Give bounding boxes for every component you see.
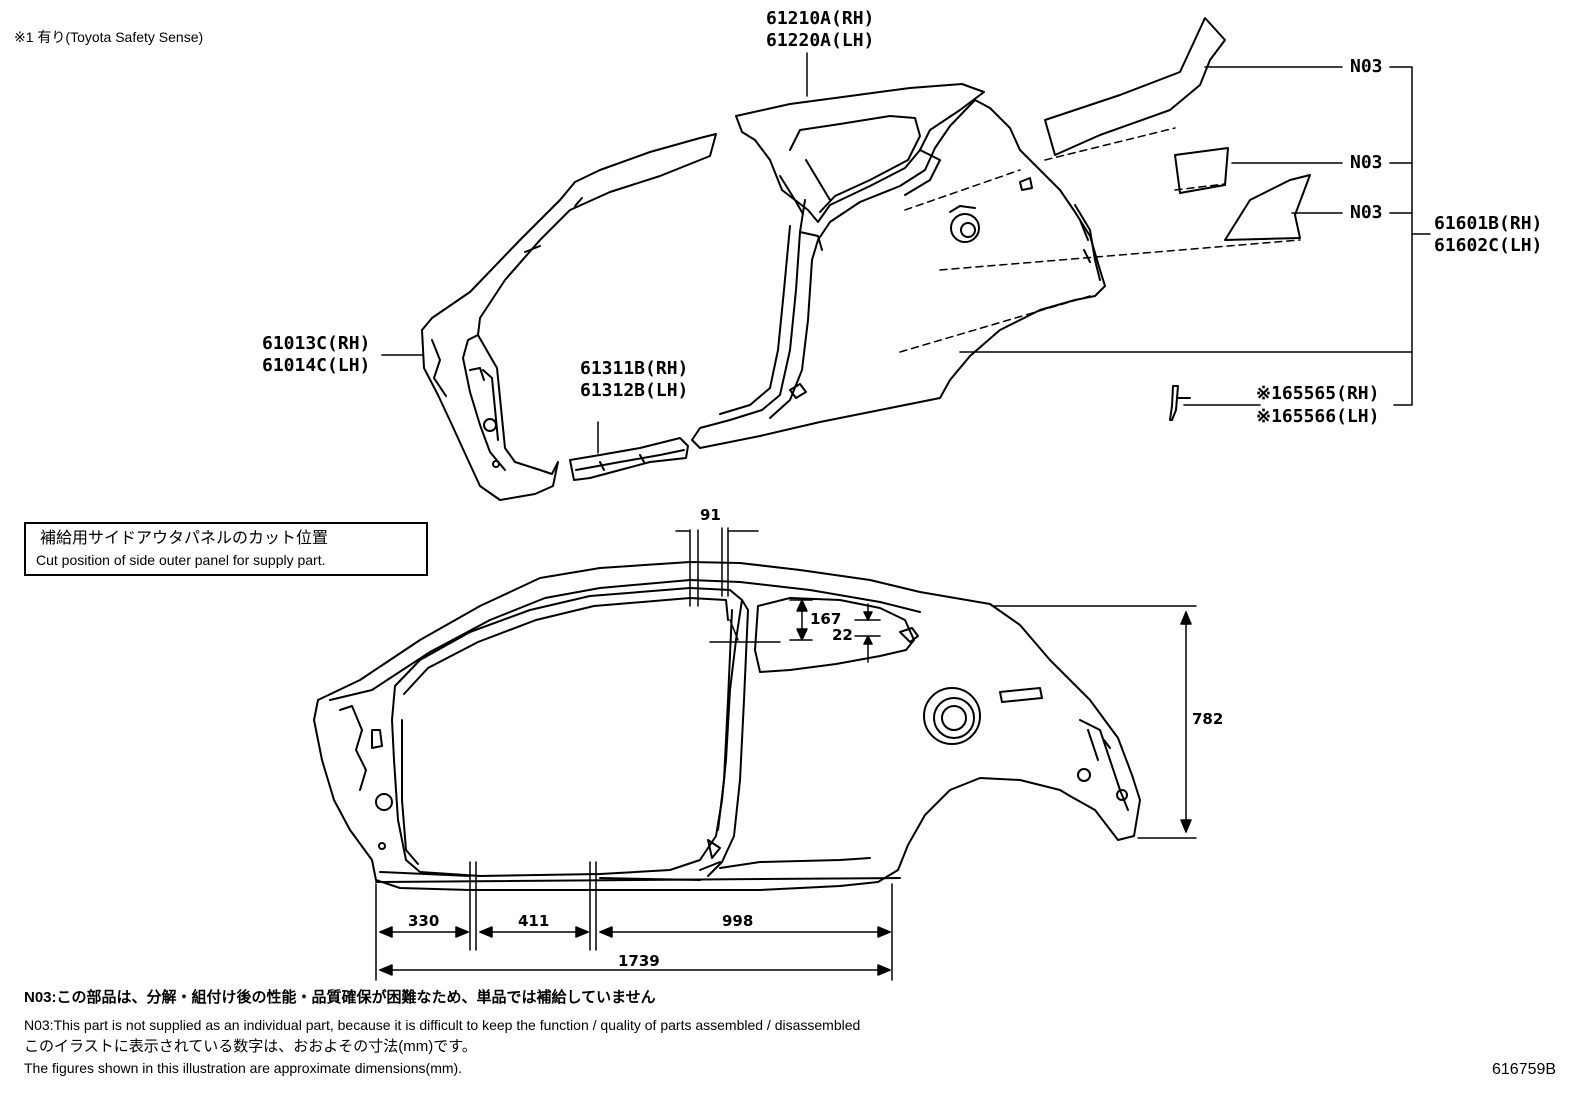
front-pillar-panel (421, 133, 717, 501)
cut-position-jp: 補給用サイドアウタパネルのカット位置 (40, 530, 329, 547)
part-61210a-label: 61210A(RH) (766, 8, 875, 29)
part-61014c-label: 61014C(LH) (262, 355, 371, 376)
cut-position-en: Cut position of side outer panel for sup… (36, 552, 326, 568)
dim-998: 998 (722, 912, 754, 930)
side-outer-panel (313, 561, 1141, 891)
part-61602c-label: 61602C(LH) (1434, 235, 1543, 256)
supply-cut-outline (899, 127, 1301, 353)
n03-pieces (1044, 17, 1311, 241)
part-61220a-label: 61220A(LH) (766, 30, 875, 51)
dimension-lines (375, 530, 1197, 981)
dim-91: 91 (700, 506, 721, 524)
dim-411: 411 (518, 912, 550, 930)
dim-330: 330 (408, 912, 440, 930)
n03-label-3: N03 (1350, 202, 1383, 223)
part-61013c-label: 61013C(RH) (262, 333, 371, 354)
n03-note-en: N03:This part is not supplied as an indi… (24, 1017, 861, 1033)
cut-lines (469, 527, 781, 951)
dim-782: 782 (1192, 710, 1224, 728)
leader-lines (381, 52, 1431, 454)
n03-note-jp: N03:この部品は、分解・組付け後の性能・品質確保が困難なため、単品では補給して… (24, 989, 656, 1006)
camera-bracket-part (1169, 385, 1191, 421)
n03-label-2: N03 (1350, 152, 1383, 173)
part-61601b-label: 61601B(RH) (1434, 213, 1543, 234)
part-61311b-label: 61311B(RH) (580, 358, 689, 379)
dim-22: 22 (832, 626, 853, 644)
figure-id: 616759B (1492, 1061, 1557, 1078)
roof-side-panel (735, 83, 985, 223)
footnote-marker: ※1 有り(Toyota Safety Sense) (14, 29, 204, 45)
dim-1739: 1739 (618, 952, 660, 970)
quarter-panel (691, 99, 1106, 449)
rocker-panel (569, 437, 689, 481)
dim-167: 167 (810, 610, 842, 628)
part-61312b-label: 61312B(LH) (580, 380, 689, 401)
dims-note-jp: このイラストに表示されている数字は、おおよその寸法(mm)です。 (24, 1038, 477, 1055)
part-65565-label: ※165565(RH) (1256, 383, 1380, 404)
n03-label-1: N03 (1350, 56, 1383, 77)
dims-note-en: The figures shown in this illustration a… (24, 1060, 463, 1076)
cut-position-caption: 補給用サイドアウタパネルのカット位置 Cut position of side … (24, 522, 428, 576)
part-65566-label: ※165566(LH) (1256, 406, 1380, 427)
